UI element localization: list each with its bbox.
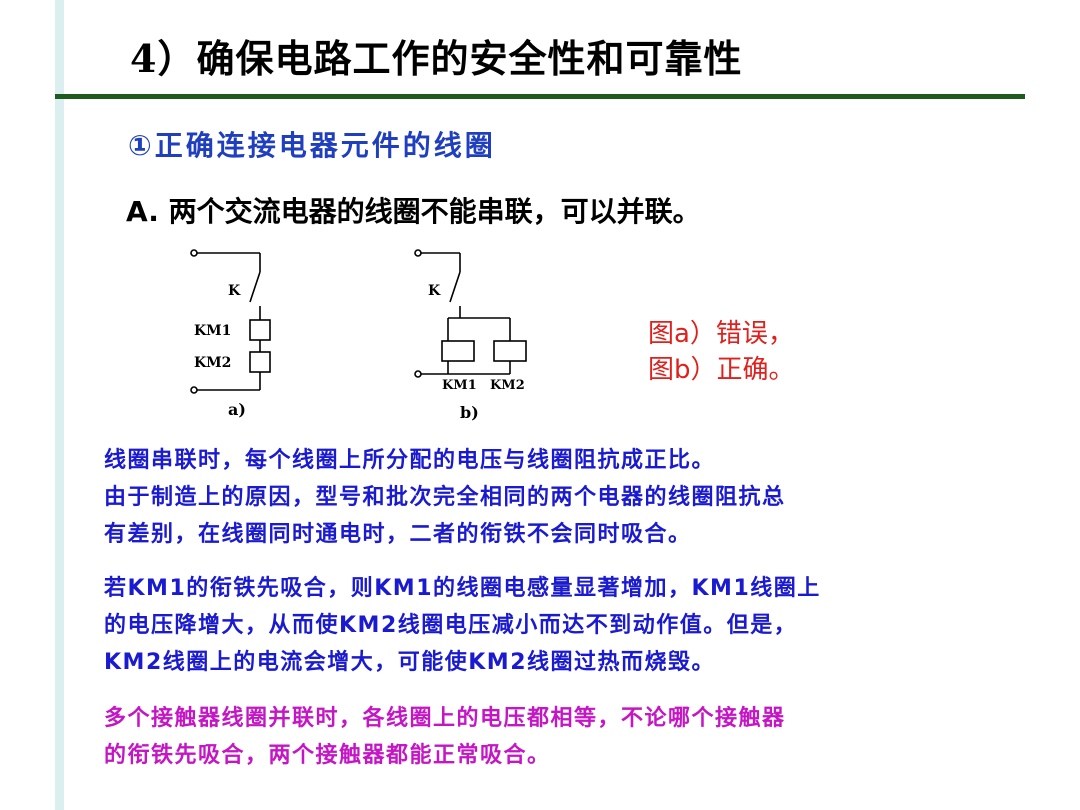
page-title: 4）确保电路工作的安全性和可靠性 [130,36,743,81]
paragraph-series-explanation: 线圈串联时，每个线圈上所分配的电压与线圈阻抗成正比。 由于制造上的原因，型号和批… [104,442,786,553]
paragraph-line: 由于制造上的原因，型号和批次完全相同的两个电器的线圈阻抗总 [104,485,786,510]
left-accent-bar [55,0,64,810]
coil-km1-b [441,340,475,362]
paragraph-line: 若KM1的衔铁先吸合，则KM1的线圈电感量显著增加，KM1线圈上 [104,576,821,601]
section-subtitle: ①正确连接电器元件的线圈 [128,129,496,162]
paragraph-km1-effect: 若KM1的衔铁先吸合，则KM1的线圈电感量显著增加，KM1线圈上 的电压降增大，… [104,570,821,681]
switch-b-blade [449,271,461,303]
verdict-line-b: 图b）正确。 [648,355,795,385]
title-divider [55,94,1025,99]
paragraph-parallel-conclusion: 多个接触器线圈并联时，各线圈上的电压都相等，不论哪个接触器 的衔铁先吸合，两个接… [104,700,786,774]
coil-km2-a [249,351,271,373]
paragraph-line: 线圈串联时，每个线圈上所分配的电压与线圈阻抗成正比。 [104,448,716,473]
terminal-a-bottom [190,386,198,394]
switch-label-a: K [228,283,241,299]
switch-label-b: K [428,283,441,299]
paragraph-line: 多个接触器线圈并联时，各线圈上的电压都相等，不论哪个接触器 [104,706,786,731]
verdict-line-a: 图a）错误， [648,319,794,349]
terminal-a-top [190,249,198,257]
circuit-diagram: K KM1 KM2 a) K KM1 KM2 b) [190,249,527,422]
terminal-b-top [414,249,422,257]
coil-label-a2: KM2 [194,355,231,371]
verdict-note: 图a）错误， 图b）正确。 [648,316,795,388]
paragraph-line: 的衔铁先吸合，两个接触器都能正常吸合。 [104,743,551,768]
coil-km2-b [493,340,527,362]
coil-label-b1: KM1 [442,378,477,393]
paragraph-line: KM2线圈上的电流会增大，可能使KM2线圈过热而烧毁。 [104,650,715,675]
coil-km1-a [249,319,271,341]
coil-label-a1: KM1 [194,323,231,339]
caption-b: b) [460,403,479,422]
coil-label-b2: KM2 [490,378,525,393]
paragraph-line: 有差别，在线圈同时通电时，二者的衔铁不会同时吸合。 [104,522,692,547]
caption-a: a) [228,400,246,419]
switch-a-blade [249,271,261,303]
rule-statement: A. 两个交流电器的线圈不能串联，可以并联。 [126,195,701,228]
terminal-b-bottom [414,370,422,378]
paragraph-line: 的电压降增大，从而使KM2线圈电压减小而达不到动作值。但是， [104,613,798,638]
